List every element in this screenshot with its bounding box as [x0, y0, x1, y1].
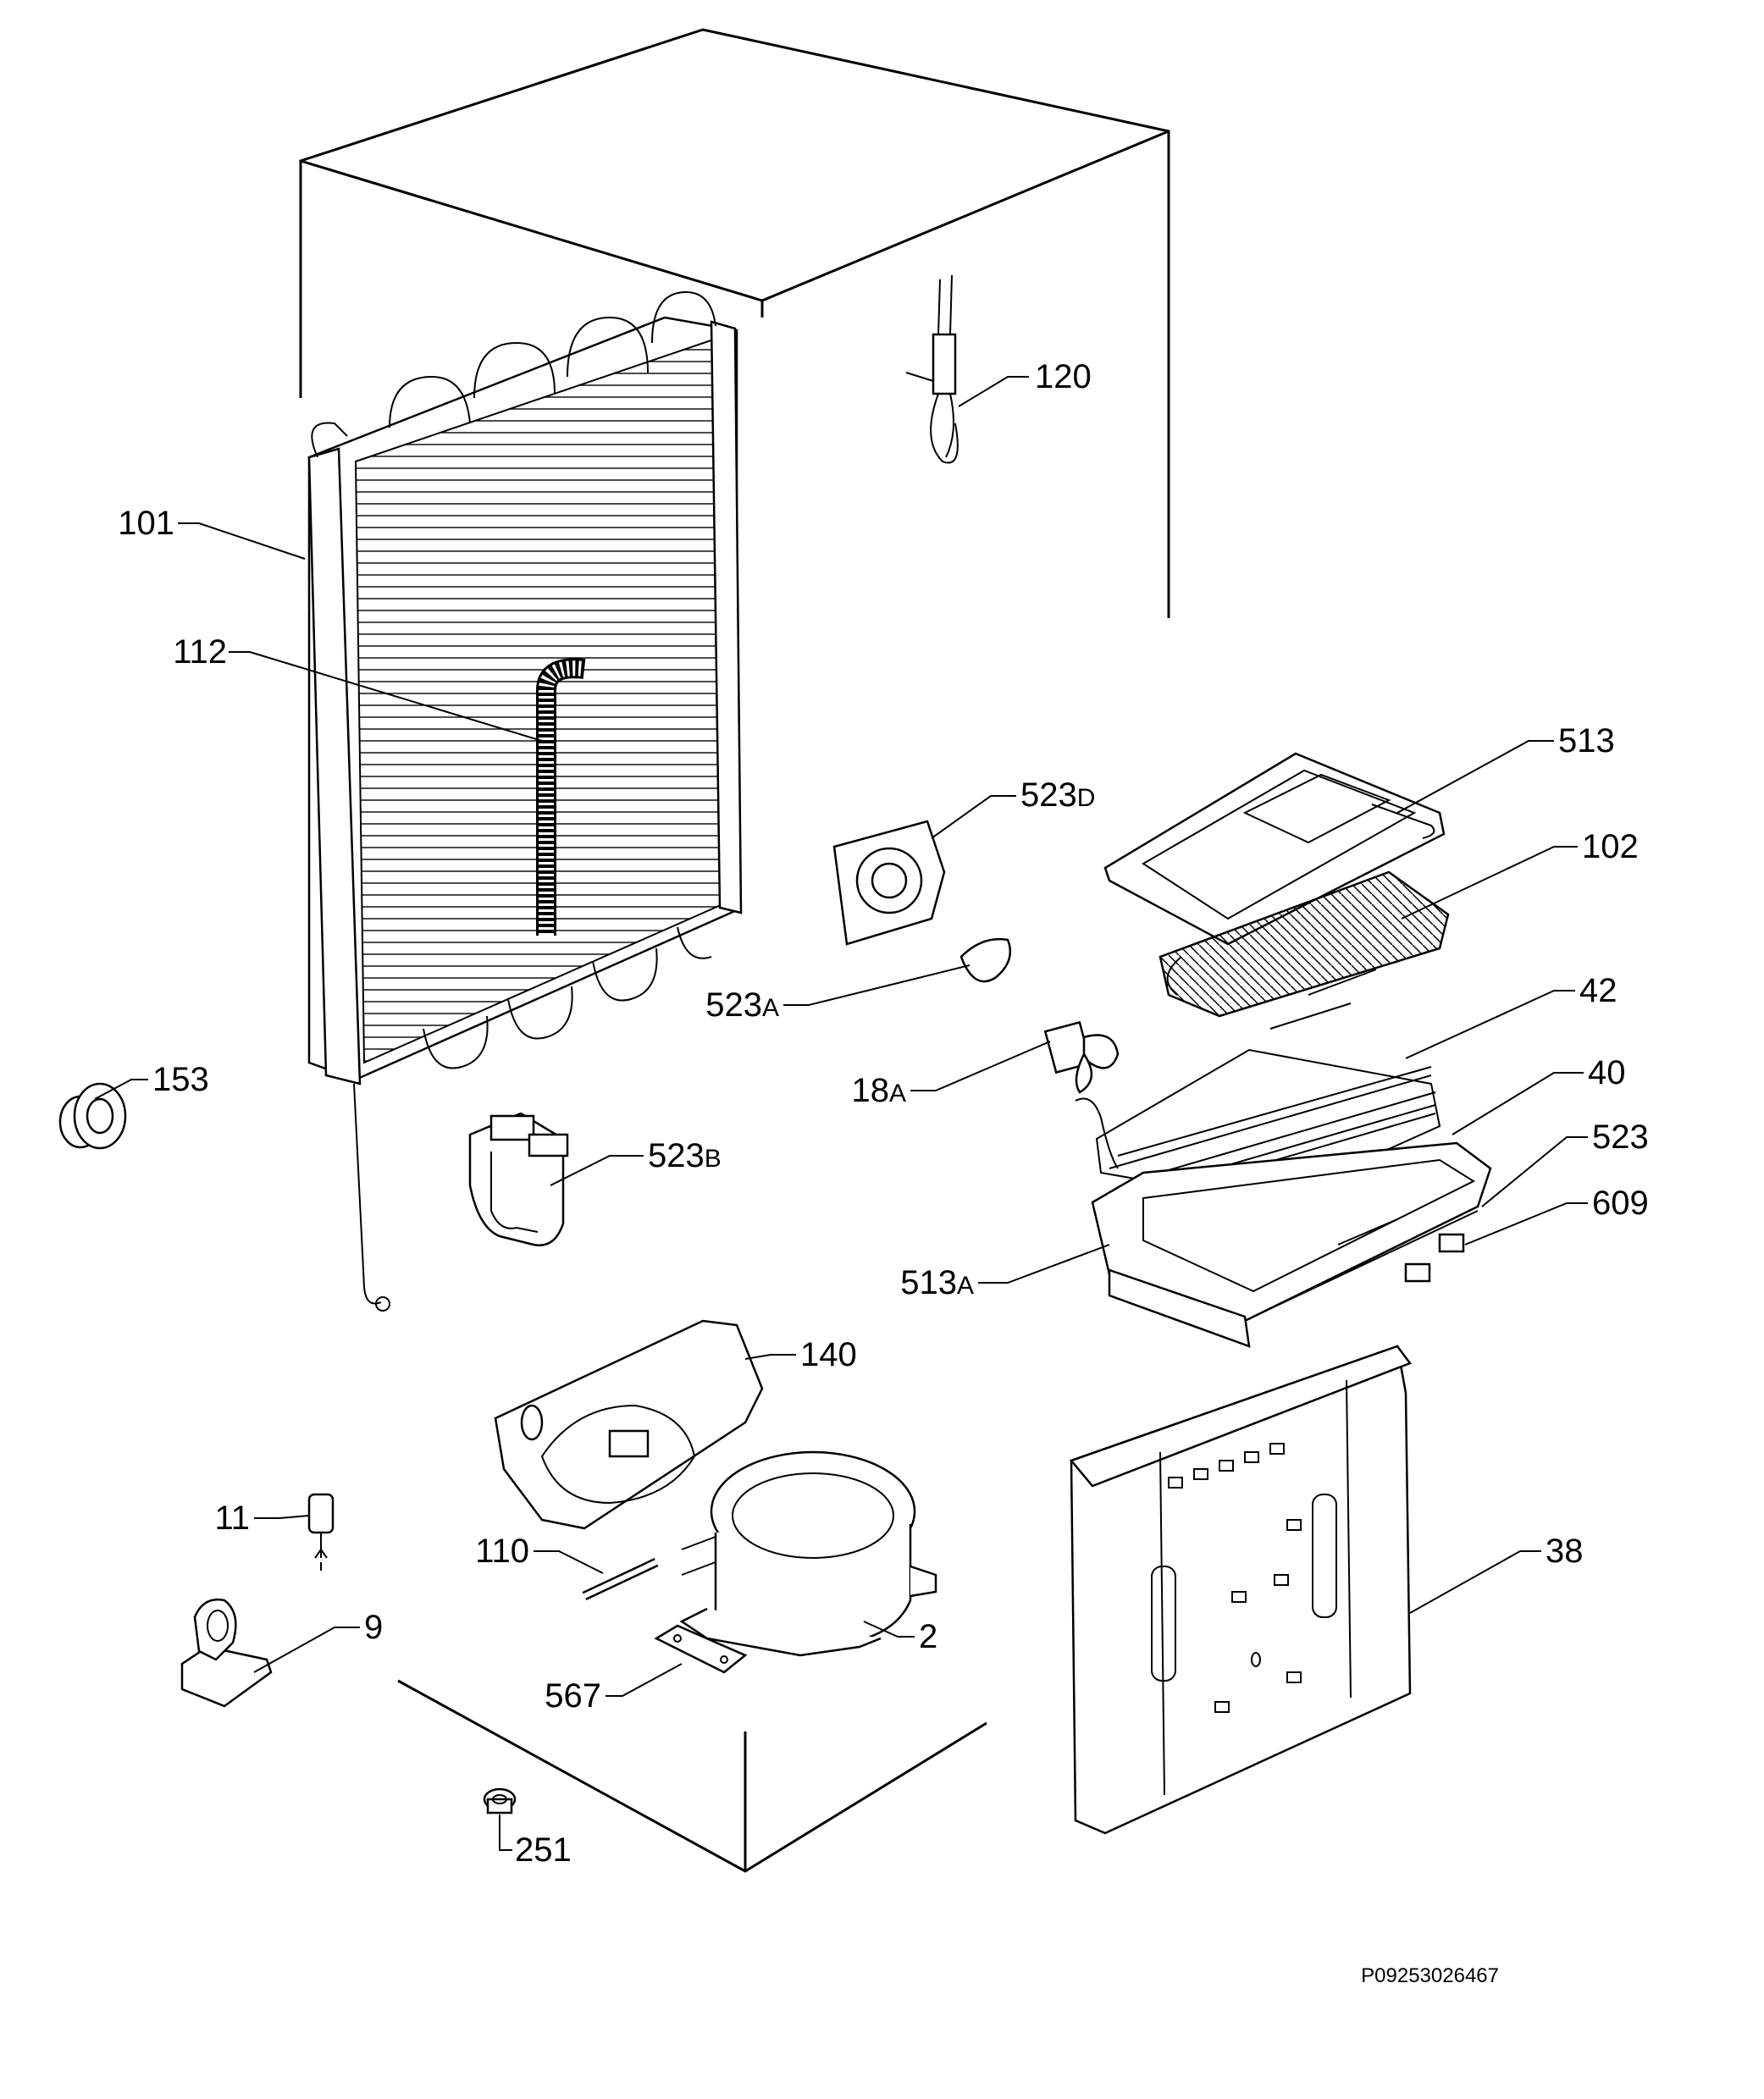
tube-110	[582, 1558, 659, 1600]
defrost-heater-42	[1075, 1048, 1441, 1204]
thermostat-housing-523d	[832, 820, 946, 946]
label-523b: 523B	[648, 1137, 722, 1174]
label-153: 153	[152, 1061, 209, 1098]
grommet-251	[483, 1787, 517, 1815]
lamp-153	[58, 1082, 127, 1150]
compressor-2	[679, 1450, 937, 1657]
label-101: 101	[118, 505, 174, 542]
condenser-101	[307, 290, 743, 1312]
rear-panel-38	[1069, 1345, 1412, 1835]
label-513: 513	[1558, 722, 1615, 760]
label-40: 40	[1588, 1054, 1626, 1091]
label-609: 609	[1592, 1185, 1649, 1222]
label-120: 120	[1035, 358, 1092, 395]
lamp-holder-523a	[959, 937, 1012, 983]
label-112: 112	[173, 633, 227, 671]
label-11: 11	[214, 1500, 250, 1537]
label-523: 523	[1592, 1119, 1649, 1156]
evaporator-tray-40	[1091, 1141, 1492, 1348]
label-523a: 523A	[705, 986, 779, 1024]
label-42: 42	[1579, 972, 1617, 1009]
sensor-120	[905, 274, 959, 464]
relay-11	[307, 1493, 335, 1571]
bracket-523b	[468, 1112, 569, 1246]
drain-hose-112	[536, 658, 586, 936]
mount-plate-567	[654, 1624, 748, 1674]
label-102: 102	[1582, 828, 1639, 865]
fan-18a	[1043, 1020, 1120, 1094]
drawing-code: P09253026467	[1361, 1964, 1499, 1987]
label-18a: 18A	[851, 1072, 906, 1109]
label-140: 140	[800, 1336, 857, 1373]
leader-lines	[94, 376, 1588, 1851]
part-labels: 101 112 120 513 523D 102 42 523A 18A 40 …	[118, 358, 1649, 1869]
compressor-tray-140	[494, 1319, 764, 1530]
label-567: 567	[545, 1677, 601, 1715]
clips-609	[1404, 1233, 1465, 1283]
cabinet-outline	[299, 28, 1170, 1873]
evaporator-102	[1158, 870, 1450, 1030]
clamp-9	[180, 1598, 273, 1708]
label-251: 251	[515, 1831, 572, 1869]
label-523d: 523D	[1020, 776, 1095, 814]
label-513a: 513A	[900, 1264, 974, 1301]
evaporator-cover-513	[1103, 752, 1446, 946]
label-110: 110	[475, 1533, 529, 1570]
label-9: 9	[364, 1609, 383, 1646]
label-2: 2	[919, 1618, 937, 1655]
label-38: 38	[1546, 1533, 1584, 1570]
